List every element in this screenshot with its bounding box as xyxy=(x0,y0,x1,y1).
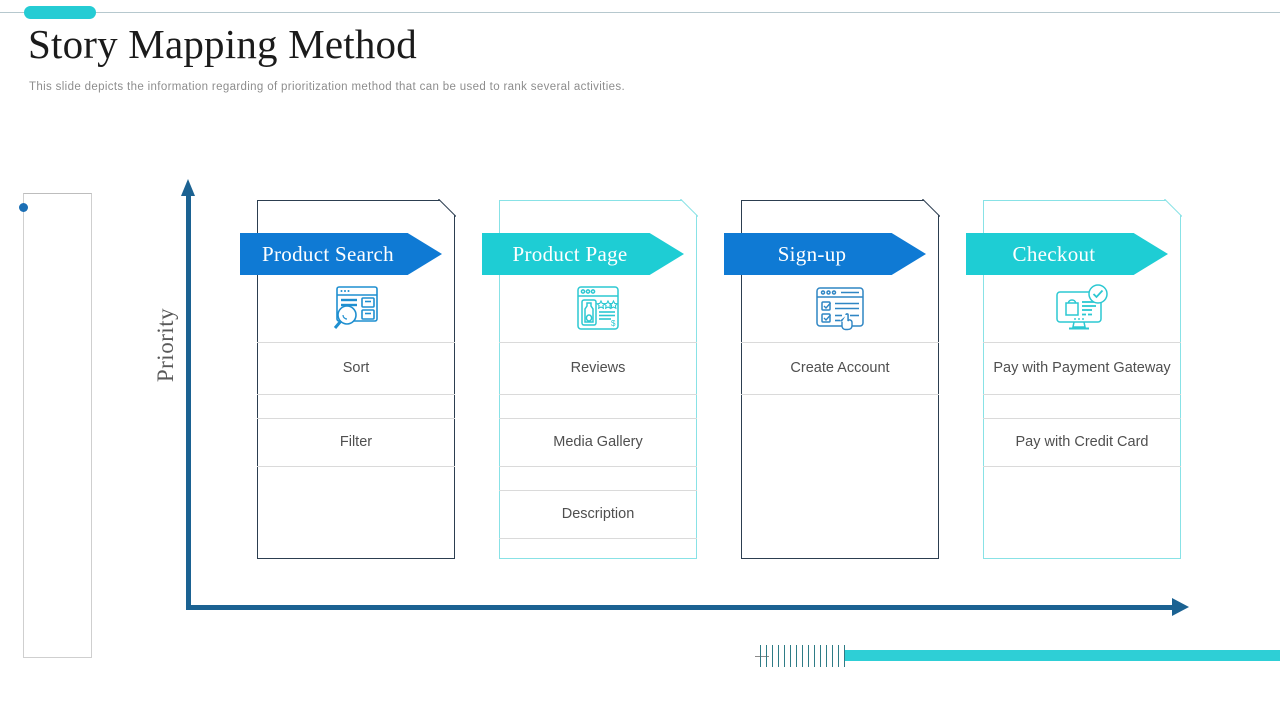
list-item[interactable]: Create Account xyxy=(741,342,939,394)
y-axis-arrow-icon xyxy=(181,179,195,196)
blue-dot-icon xyxy=(19,203,28,212)
top-divider-line xyxy=(0,12,1280,13)
x-axis-arrow-icon xyxy=(1172,598,1189,616)
signup-form-cursor-icon xyxy=(741,280,939,338)
corner-notch-icon xyxy=(438,199,456,217)
list-item[interactable]: Filter xyxy=(257,418,455,466)
column-product-page[interactable]: Product Page $ Reviews xyxy=(482,199,698,559)
column-header-banner[interactable]: Product Page xyxy=(482,233,684,275)
svg-text:$: $ xyxy=(611,319,616,328)
row-list: Reviews Media Gallery Description xyxy=(499,342,697,559)
browser-search-icon xyxy=(257,280,455,338)
page-title: Story Mapping Method xyxy=(28,21,417,67)
list-item xyxy=(983,466,1181,560)
left-frame-outline xyxy=(23,193,92,658)
page-subtitle: This slide depicts the information regar… xyxy=(29,81,626,93)
bottom-hatch-pattern xyxy=(760,645,845,667)
list-item[interactable]: Sort xyxy=(257,342,455,394)
column-header-banner[interactable]: Product Search xyxy=(240,233,442,275)
list-item xyxy=(499,466,697,490)
list-item xyxy=(983,394,1181,418)
column-header-label: Checkout xyxy=(1012,241,1096,266)
column-header-label: Product Page xyxy=(512,241,628,266)
top-accent-pill xyxy=(24,6,96,19)
y-axis-line xyxy=(186,193,191,610)
list-item[interactable]: Reviews xyxy=(499,342,697,394)
row-list: Sort Filter xyxy=(257,342,455,559)
corner-notch-icon xyxy=(922,199,940,217)
list-item[interactable]: Pay with Credit Card xyxy=(983,418,1181,466)
column-product-search[interactable]: Product Search Sort xyxy=(240,199,456,559)
x-axis-line xyxy=(186,605,1180,610)
list-item xyxy=(257,394,455,418)
corner-notch-icon xyxy=(1164,199,1182,217)
list-item[interactable]: Pay with Payment Gateway xyxy=(983,342,1181,394)
checkout-monitor-icon xyxy=(983,280,1181,338)
column-header-label: Sign-up xyxy=(777,241,847,266)
list-item[interactable]: Media Gallery xyxy=(499,418,697,466)
bottom-accent-bar xyxy=(845,650,1280,661)
list-item[interactable]: Description xyxy=(499,490,697,538)
column-sign-up[interactable]: Sign-up xyxy=(724,199,940,559)
corner-notch-icon xyxy=(680,199,698,217)
row-list: Create Account xyxy=(741,342,939,559)
column-header-banner[interactable]: Checkout xyxy=(966,233,1168,275)
y-axis-label: Priority xyxy=(153,307,178,383)
product-page-icon: $ xyxy=(499,280,697,338)
list-item xyxy=(499,394,697,418)
row-list: Pay with Payment Gateway Pay with Credit… xyxy=(983,342,1181,559)
column-header-banner[interactable]: Sign-up xyxy=(724,233,926,275)
list-item xyxy=(741,394,939,488)
list-item xyxy=(257,466,455,560)
column-checkout[interactable]: Checkout Pay with Paym xyxy=(966,199,1182,559)
list-item xyxy=(499,538,697,562)
column-header-label: Product Search xyxy=(262,241,394,266)
